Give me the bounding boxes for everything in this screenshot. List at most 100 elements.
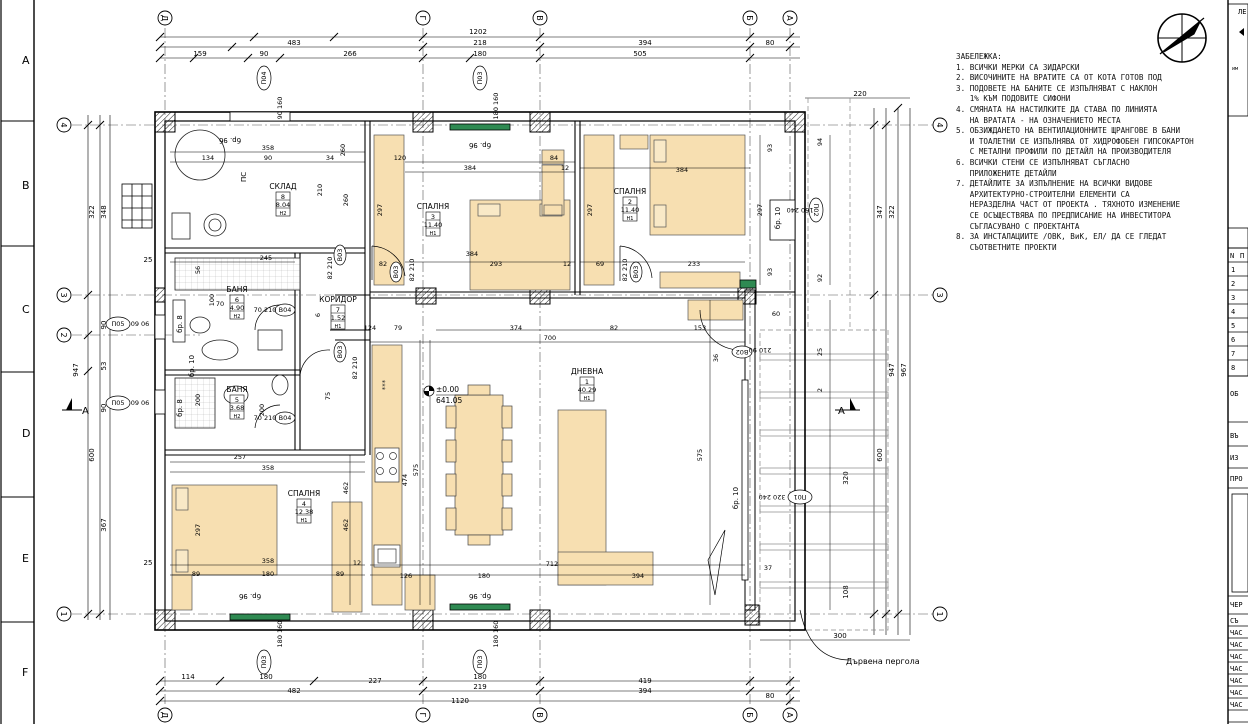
radiator: бр. 10: [188, 355, 196, 377]
win-size: 09 06: [131, 399, 150, 407]
dim: 947: [888, 363, 896, 376]
radiator-labels: бр. 9б бр. 9б бр. 10 бр. 10 бр. 9б бр. 9…: [176, 136, 782, 600]
axis-label: Д: [160, 15, 169, 21]
radiator: бр. 10: [774, 207, 782, 229]
axis-label: Б: [745, 15, 754, 21]
dim: 1120: [451, 697, 469, 705]
frame-letter: D: [22, 427, 30, 440]
dim: 483: [287, 39, 300, 47]
dim: 75: [324, 392, 332, 400]
dim: 120: [394, 154, 406, 162]
dim: 210: [316, 184, 324, 196]
note-line: 1. ВСИЧКИ МЕРКИ СА ЗИДАРСКИ: [956, 62, 1080, 72]
room-name: СПАЛНЯ: [614, 187, 647, 196]
dimension-ticks: [83, 32, 903, 706]
dim: 126: [400, 572, 412, 580]
tb-label: ЧЕР: [1230, 601, 1243, 609]
dim: 36: [712, 354, 720, 362]
tb-row: 7: [1231, 350, 1235, 358]
dim: 89: [336, 570, 344, 578]
dim: 70: [216, 300, 224, 308]
room-area: 3.68: [230, 404, 244, 412]
door-code: В03: [392, 266, 400, 279]
dim: 93: [766, 268, 774, 276]
win-size: 180 160: [276, 621, 284, 648]
room-stamp: СКЛАД 8 8.04 Н2: [269, 182, 296, 217]
dim: 394: [638, 687, 652, 695]
radiator: бр. 8: [176, 399, 184, 417]
dim: 82: [610, 324, 618, 332]
radiator: бр. 9б: [469, 592, 491, 600]
dining-table: [445, 384, 513, 546]
dim: 322: [888, 205, 896, 218]
room-code: Н1: [584, 396, 591, 402]
dim: 505: [633, 50, 646, 58]
dim: 700: [544, 334, 556, 342]
room-area: 4.90: [230, 304, 244, 312]
dim: 266: [343, 50, 357, 58]
tb-label: ОБ: [1230, 390, 1238, 398]
dim: 220: [853, 90, 866, 98]
dim: 56: [194, 266, 202, 274]
dim: 297: [756, 204, 764, 216]
note-line: СЪОТВЕТНИТЕ ПРОЕКТИ: [956, 242, 1057, 252]
axis-label: В: [535, 15, 544, 21]
radiator: бр. 10: [732, 487, 740, 509]
win-code: П01: [793, 493, 806, 501]
opening-tags: [105, 65, 824, 675]
tb-label: СЪ: [1230, 617, 1238, 625]
axis-label: 4: [935, 122, 944, 127]
title-block-text: ЛЕ им N П 1 2 3 4 5 6 7 8 ОБ ВЪ ИЗ ПРО Ч…: [1230, 8, 1246, 709]
axis-label: А: [785, 712, 794, 718]
radiator: бр. 9б: [239, 592, 261, 600]
tb-row: 3: [1231, 294, 1235, 302]
tb-top: ЛЕ: [1238, 8, 1246, 16]
win-size: 09 06: [131, 320, 150, 328]
note-line: НА ВРАТАТА - НА ОЗНАЧЕНИЕТО МЕСТА: [956, 115, 1121, 125]
win-code: П03: [476, 71, 484, 84]
door-size: 82 210: [621, 259, 629, 282]
radiator: бр. 9б: [219, 136, 241, 144]
tb-label: ВЪ: [1230, 432, 1238, 440]
dim: 159: [193, 50, 206, 58]
room-name: БАНЯ: [226, 385, 247, 394]
tb-row: 2: [1231, 280, 1235, 288]
dim: 419: [638, 677, 651, 685]
dim: 84: [550, 154, 558, 162]
dim: 80: [766, 39, 775, 47]
dim: 90: [264, 154, 272, 162]
win-code: П02: [812, 203, 820, 216]
note-line: 6. ВСИЧКИ СТЕНИ СЕ ИЗПЪЛНЯВАТ СЪГЛАСНО: [956, 157, 1130, 167]
frame-letter: E: [22, 552, 29, 565]
dim: 6: [314, 313, 322, 317]
note-line: С МЕТАЛНИ ПРОФИЛИ ПО ДЕТАЙЛ НА ПРОИЗВОДИ…: [956, 147, 1171, 157]
ps-label: ПС: [240, 172, 248, 182]
level-absolute: 641.05: [436, 396, 462, 405]
tb-label: ЧАС: [1230, 689, 1243, 697]
dimension-lines: [87, 36, 911, 702]
win-code: П03: [260, 655, 268, 668]
dim: 92: [816, 274, 824, 282]
note-line: НЕРАЗДЕЛНА ЧАСТ ОТ ПРОЕКТА . ТЯХНОТО ИЗМ…: [956, 200, 1181, 210]
win-size: 180 160: [492, 93, 500, 120]
dim: 180: [473, 673, 486, 681]
radiator: бр. 8: [176, 315, 184, 333]
dim: 257: [234, 453, 246, 461]
dim: 12: [563, 260, 571, 268]
notes-heading: ЗАБЕЛЕЖКА:: [956, 52, 1002, 61]
tb-im: им: [1232, 66, 1238, 72]
dim: 347: [876, 205, 884, 218]
dim: 297: [376, 204, 384, 216]
note-line: 3. ПОДОВЕТЕ НА БАНИТЕ СЕ ИЗПЪЛНЯВАТ С НА…: [956, 83, 1158, 93]
dim: 94: [816, 138, 824, 146]
room-name: ДНЕВНА: [571, 367, 604, 376]
dim: 462: [342, 519, 350, 531]
axis-label: 4: [59, 122, 68, 127]
room-area: 11.40: [424, 221, 443, 229]
win-code: П05: [111, 320, 124, 328]
inner-dimension-text: 358 134 90 34 245 257 358 358 180 89 89 …: [192, 138, 824, 580]
door-code: В04: [279, 306, 292, 314]
dim: 358: [262, 557, 274, 565]
dim: 79: [394, 324, 402, 332]
